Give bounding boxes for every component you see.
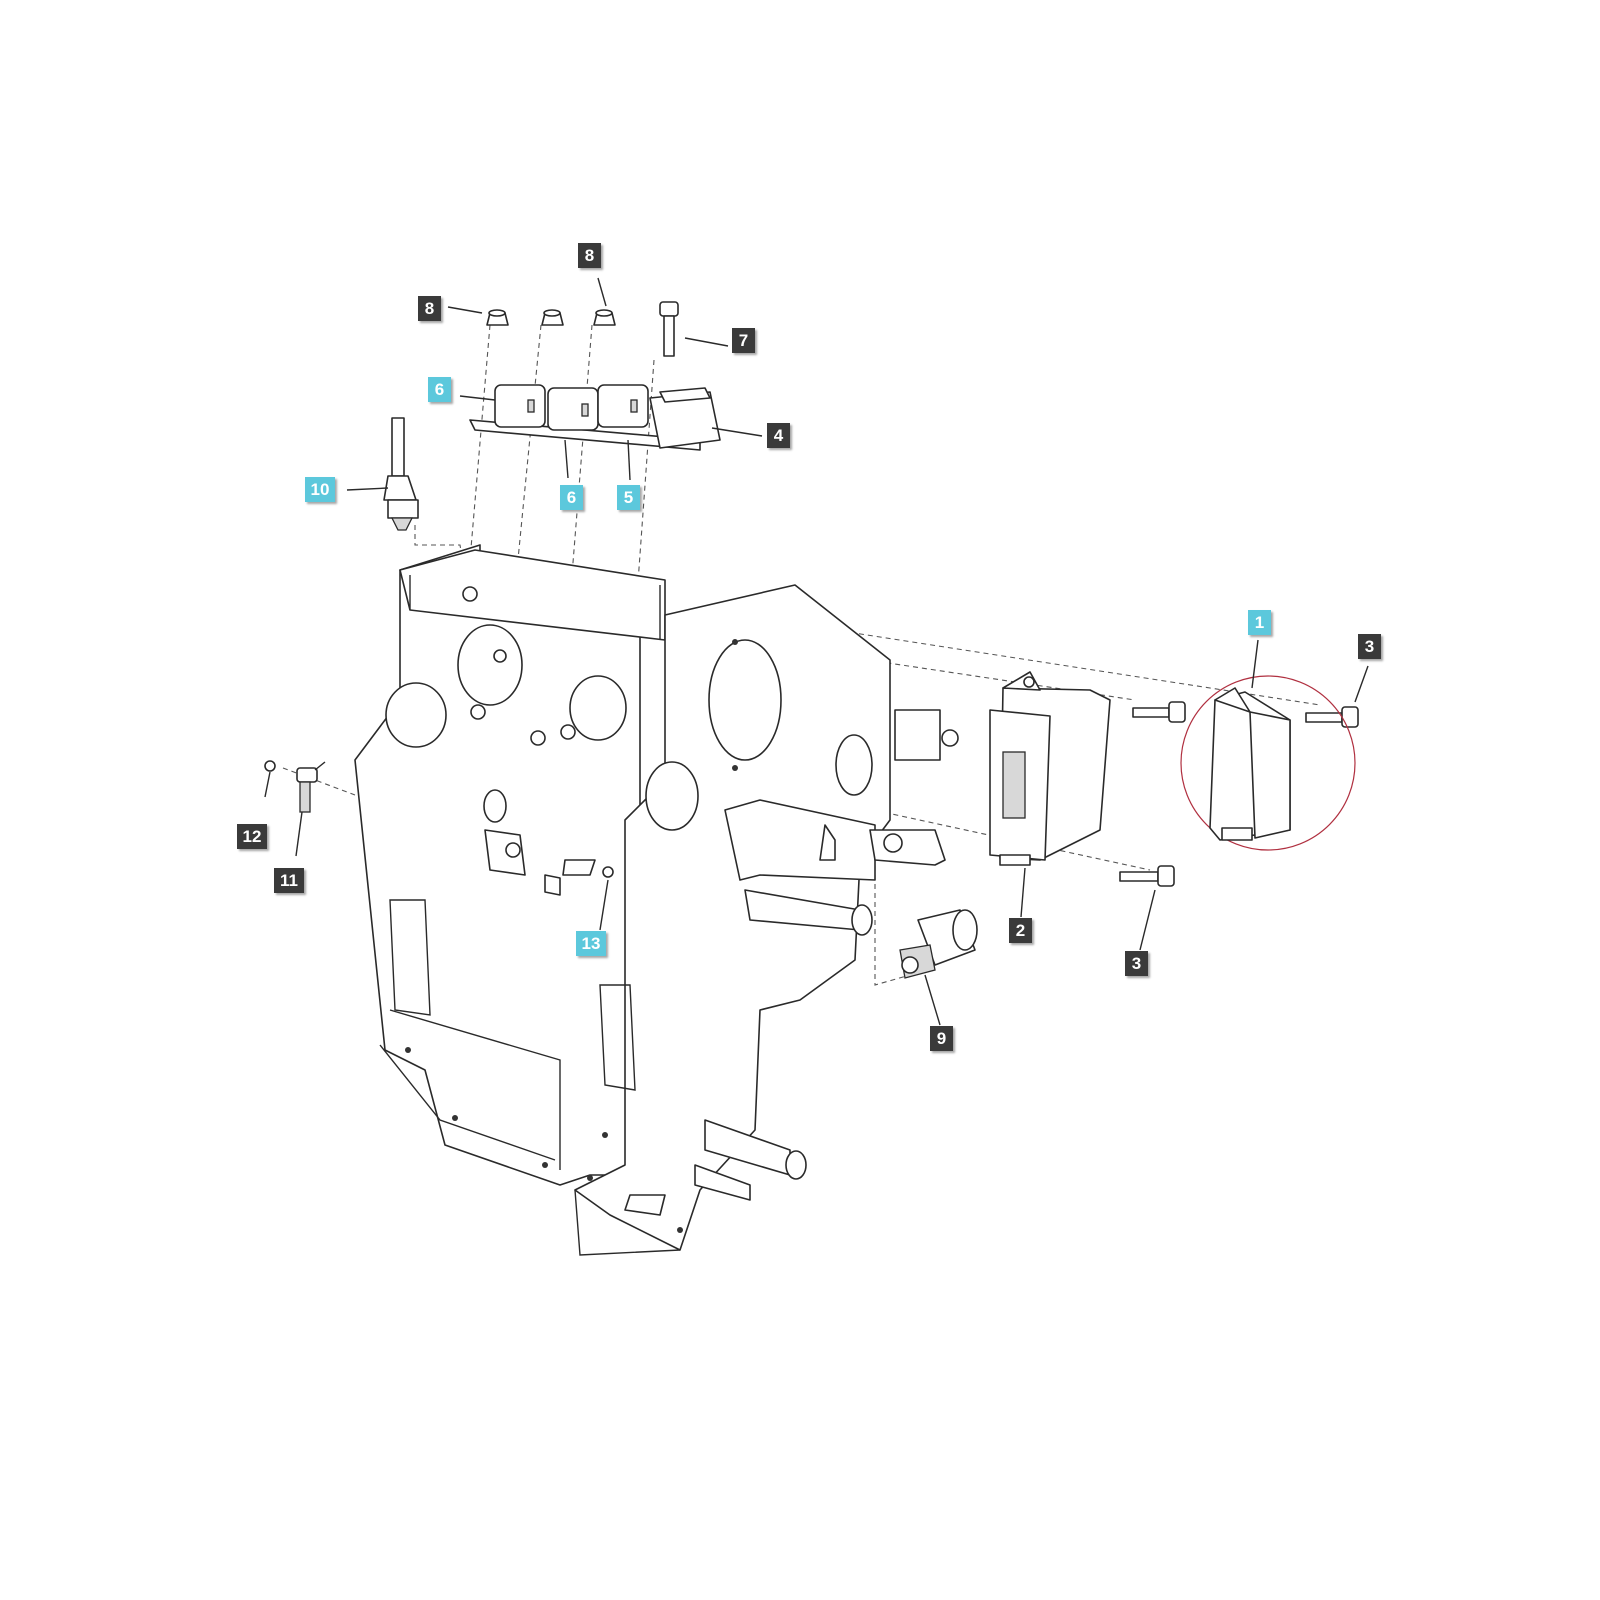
main-frame: [354, 544, 959, 1256]
callout-2: 2: [1009, 918, 1032, 943]
relay-bank: [469, 384, 721, 451]
callout-3-upper: 3: [1358, 634, 1381, 659]
module-part-1: [1180, 675, 1356, 851]
callout-5: 5: [617, 485, 640, 510]
top-nuts-and-bolt: [486, 301, 679, 357]
switch-part-11-and-screw-12: [264, 760, 326, 813]
sensor-part-10: [383, 417, 419, 531]
leader-lines: [264, 277, 1369, 1026]
callout-6-lower: 6: [560, 485, 583, 510]
module-part-2: [989, 671, 1111, 866]
callout-9: 9: [930, 1026, 953, 1051]
callout-6-upper: 6: [428, 377, 451, 402]
callout-8-left: 8: [418, 296, 441, 321]
callout-1: 1: [1248, 610, 1271, 635]
callout-12: 12: [237, 824, 267, 849]
callout-8-top: 8: [578, 243, 601, 268]
callout-4: 4: [767, 423, 790, 448]
callout-13: 13: [576, 931, 606, 956]
part-9: [899, 909, 978, 979]
callout-3-lower: 3: [1125, 951, 1148, 976]
callout-11: 11: [274, 868, 304, 893]
callout-10: 10: [305, 477, 335, 502]
callout-7: 7: [732, 328, 755, 353]
